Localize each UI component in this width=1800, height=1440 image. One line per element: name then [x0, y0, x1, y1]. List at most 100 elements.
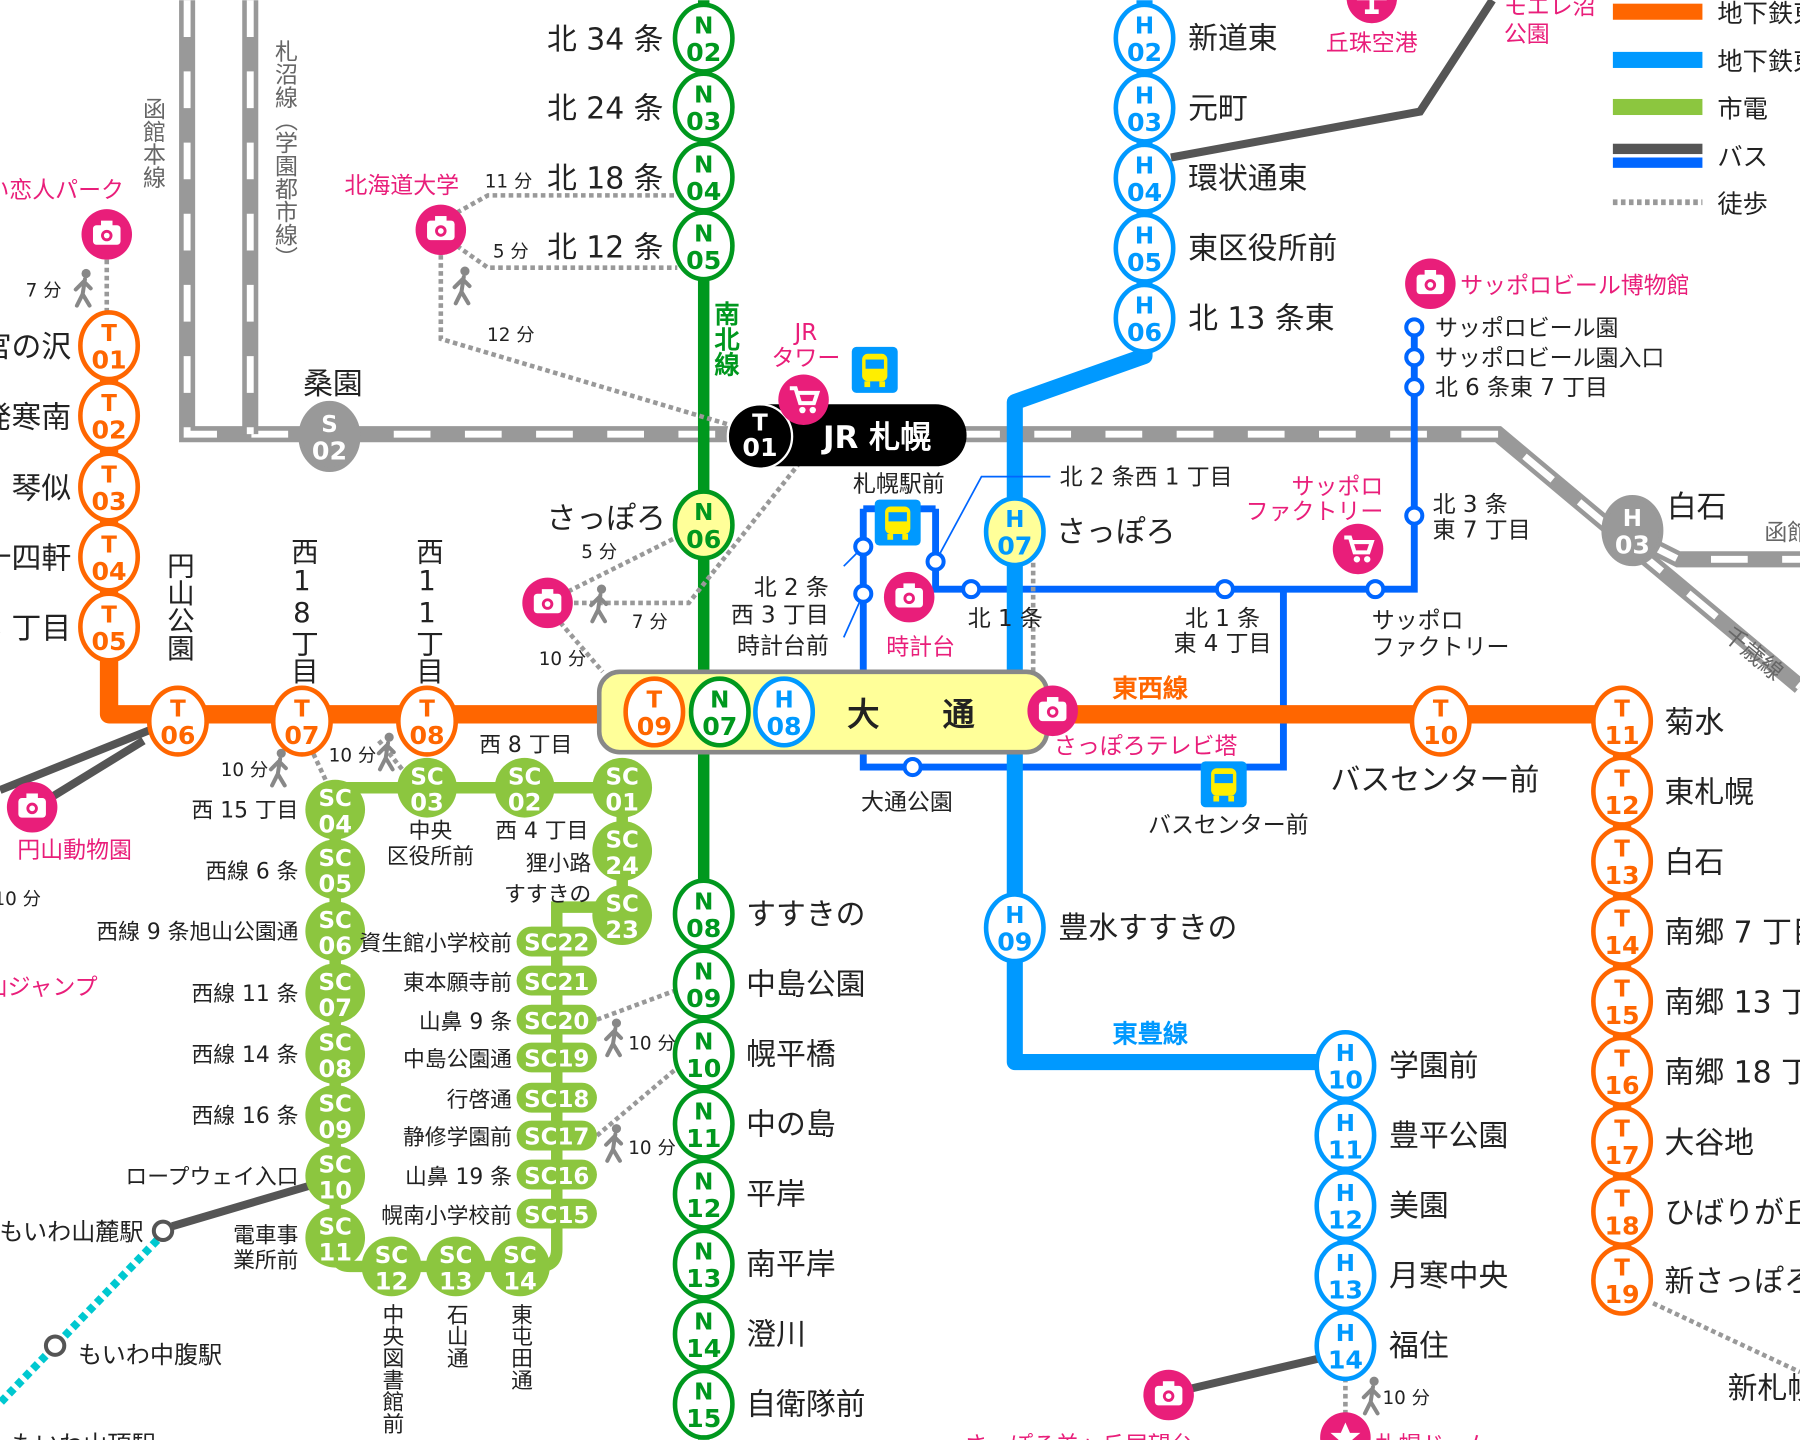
station-marker[interactable]: T13 — [1591, 825, 1654, 897]
landmark-label[interactable]: 丘珠空港 — [1326, 31, 1418, 57]
landmark-label[interactable]: 白い恋人パーク — [0, 178, 124, 204]
station-marker[interactable]: H14 — [1314, 1310, 1377, 1382]
station-marker[interactable]: N03 — [672, 71, 735, 143]
streetcar-stop[interactable]: SC20 — [516, 1004, 597, 1035]
bus-stop[interactable] — [1404, 347, 1425, 368]
landmark-label[interactable]: さっぽろテレビ塔 — [1054, 733, 1238, 759]
cart-icon[interactable] — [1332, 523, 1384, 575]
bus-stop[interactable] — [925, 551, 946, 572]
station-marker[interactable]: N13 — [672, 1228, 735, 1300]
landmark-label[interactable]: 公園 — [1504, 22, 1550, 48]
landmark-label[interactable]: サッポロビール博物館 — [1460, 273, 1689, 299]
bus-stop[interactable] — [1404, 317, 1425, 338]
station-marker[interactable]: T03 — [78, 451, 141, 523]
streetcar-stop[interactable]: SC15 — [516, 1198, 597, 1229]
station-marker[interactable]: H12 — [1314, 1170, 1377, 1242]
station-marker[interactable]: H07 — [983, 496, 1046, 568]
station-marker[interactable]: T07 — [270, 685, 333, 757]
landmark-label[interactable]: モエレ沼 — [1504, 0, 1596, 20]
camera-icon[interactable] — [6, 781, 58, 833]
station-marker[interactable]: T12 — [1591, 755, 1654, 827]
camera-icon[interactable] — [81, 209, 133, 260]
station-marker[interactable]: T02 — [78, 380, 141, 452]
station-marker[interactable]: H05 — [1113, 212, 1176, 284]
station-marker[interactable]: H10 — [1314, 1029, 1377, 1102]
camera-icon[interactable] — [1027, 685, 1078, 737]
streetcar-stop[interactable]: SC19 — [516, 1042, 597, 1073]
landmark-label[interactable]: タワー — [771, 345, 840, 371]
station-marker[interactable]: T09 — [623, 676, 686, 748]
streetcar-stop[interactable]: SC22 — [516, 926, 597, 957]
camera-icon[interactable] — [1143, 1369, 1194, 1421]
station-marker[interactable]: N11 — [672, 1088, 735, 1160]
streetcar-stop[interactable]: SC16 — [516, 1159, 597, 1190]
station-marker[interactable]: N07 — [688, 676, 751, 748]
station-marker[interactable]: T16 — [1591, 1035, 1654, 1107]
station-marker[interactable]: N05 — [672, 210, 735, 282]
ropeway-stop[interactable] — [151, 1219, 175, 1243]
station-marker[interactable]: H03 — [1113, 72, 1176, 144]
station-marker[interactable]: H02 — [1113, 2, 1176, 74]
station-marker[interactable]: H08 — [753, 676, 816, 748]
station-marker[interactable]: N14 — [672, 1298, 735, 1370]
bus-stop[interactable] — [1365, 579, 1386, 600]
station-marker[interactable]: N10 — [672, 1018, 735, 1090]
star-icon[interactable] — [1320, 1412, 1371, 1440]
station-marker[interactable]: H04 — [1113, 142, 1176, 214]
station-marker[interactable]: S02 — [298, 400, 361, 473]
camera-icon[interactable] — [415, 204, 467, 256]
station-marker[interactable]: T14 — [1591, 895, 1654, 967]
station-marker[interactable]: T10 — [1409, 685, 1472, 757]
station-marker[interactable]: T18 — [1591, 1175, 1654, 1247]
bus-stop[interactable] — [902, 757, 923, 778]
camera-icon[interactable] — [522, 577, 573, 629]
landmark-label[interactable]: 北海道大学 — [344, 173, 459, 199]
landmark-label[interactable]: ファクトリー — [1246, 499, 1384, 525]
streetcar-stop[interactable]: SC18 — [516, 1082, 597, 1113]
airport-icon[interactable] — [1346, 0, 1398, 24]
station-marker[interactable]: H03 — [1601, 495, 1664, 567]
station-marker[interactable]: T05 — [78, 591, 141, 663]
camera-icon[interactable] — [1405, 258, 1456, 310]
streetcar-stop[interactable]: SC17 — [516, 1120, 597, 1151]
station-marker[interactable]: N09 — [672, 948, 735, 1020]
bus-stop[interactable] — [853, 583, 874, 604]
bus-stop[interactable] — [1214, 579, 1235, 600]
camera-icon[interactable] — [883, 571, 935, 623]
landmark-label[interactable]: 大倉山ジャンプ — [0, 974, 98, 1000]
landmark-label[interactable]: JR — [793, 320, 818, 346]
landmark-label[interactable]: 円山動物園 — [17, 838, 132, 864]
station-marker[interactable]: T06 — [146, 685, 209, 757]
landmark-label[interactable]: 時計台 — [886, 635, 955, 661]
bus-icon[interactable] — [1200, 761, 1247, 808]
streetcar-stop[interactable]: SC21 — [516, 965, 597, 996]
station-marker[interactable]: N08 — [672, 878, 735, 950]
station-marker[interactable]: H13 — [1314, 1240, 1377, 1312]
station-marker[interactable]: N06 — [672, 489, 735, 561]
station-marker[interactable]: T17 — [1591, 1105, 1654, 1177]
landmark-label[interactable]: サッポロ — [1292, 474, 1384, 500]
station-marker[interactable]: N02 — [672, 2, 735, 74]
ropeway-stop[interactable] — [43, 1334, 67, 1357]
bus-stop[interactable] — [1404, 377, 1425, 398]
station-marker[interactable]: T08 — [396, 685, 459, 757]
bus-icon[interactable] — [851, 346, 898, 393]
station-marker[interactable]: N04 — [672, 141, 735, 213]
station-marker[interactable]: H11 — [1314, 1099, 1377, 1172]
